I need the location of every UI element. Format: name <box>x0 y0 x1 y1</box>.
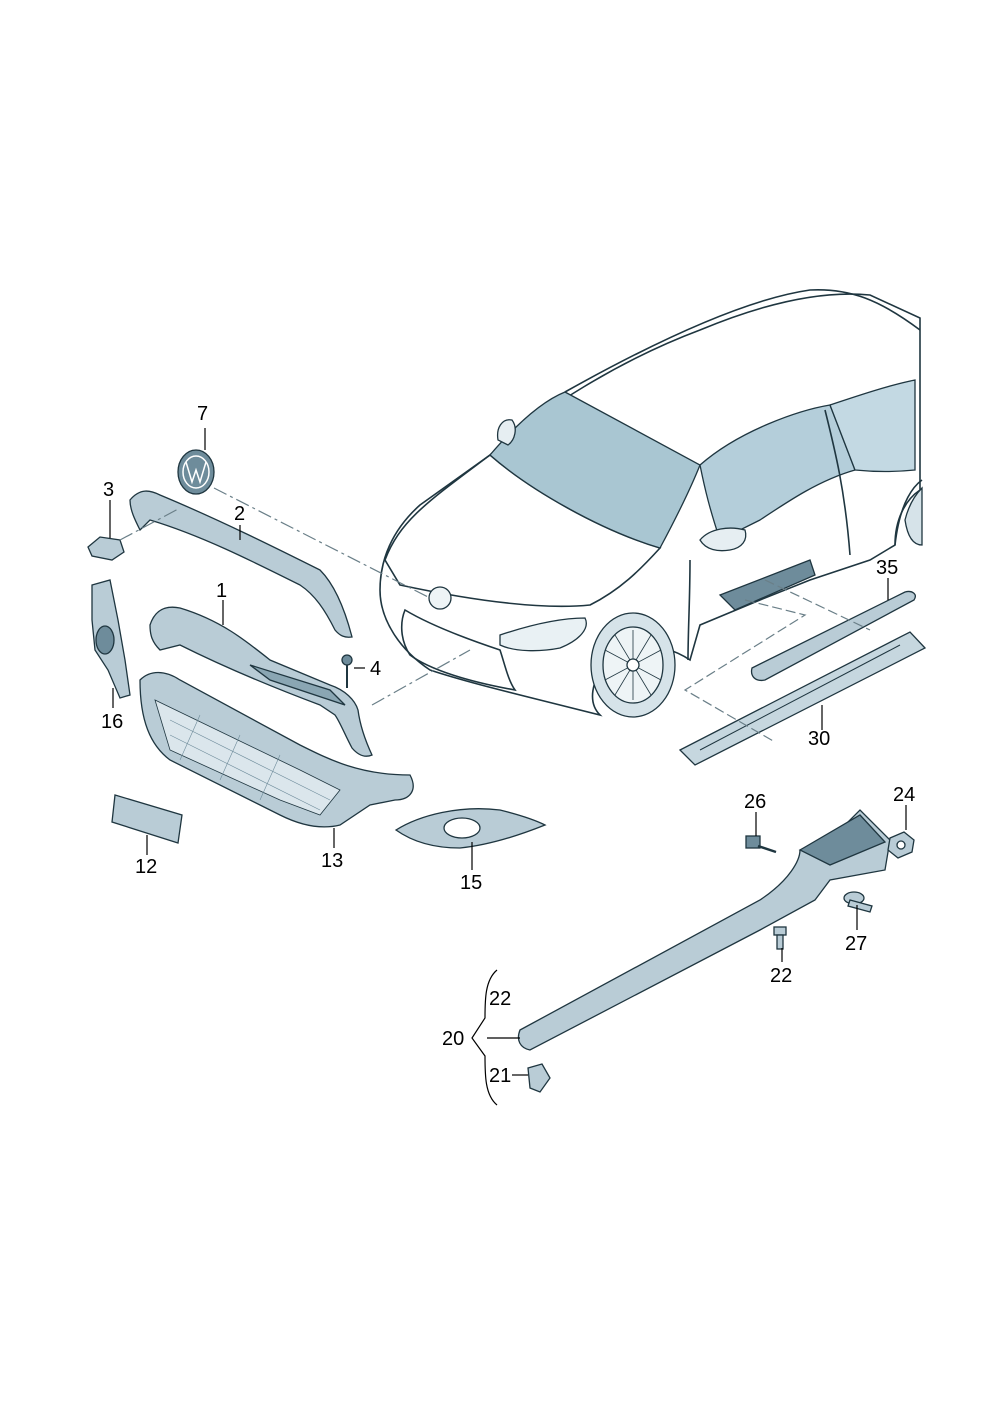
part-15-fog-grille <box>394 808 547 849</box>
callout-22-left: 22 <box>489 988 511 1010</box>
callout-22-right: 22 <box>770 965 792 987</box>
callout-35: 35 <box>876 557 898 579</box>
part-27-rivet <box>843 891 873 913</box>
part-26-screw <box>745 835 777 854</box>
part-22-pin <box>773 926 787 950</box>
part-4-screw <box>341 654 353 688</box>
callout-labels: 7 3 2 1 4 16 12 13 15 35 30 24 26 27 22 … <box>101 403 915 1087</box>
part-20-side-skirt <box>517 809 891 1051</box>
callout-15: 15 <box>460 872 482 894</box>
callout-21: 21 <box>489 1065 511 1087</box>
callout-4: 4 <box>370 658 381 680</box>
reference-lines <box>119 487 871 743</box>
part-2-trim-strip <box>129 490 353 638</box>
part-3-clip <box>87 536 125 561</box>
callout-12: 12 <box>135 856 157 878</box>
callout-26: 26 <box>744 791 766 813</box>
part-7-emblem <box>177 449 215 495</box>
callout-20: 20 <box>442 1028 464 1050</box>
callout-7: 7 <box>197 403 208 425</box>
callout-1: 1 <box>216 580 227 602</box>
part-1-grille-frame <box>149 606 373 757</box>
callout-3: 3 <box>103 479 114 501</box>
part-12-plate-base <box>111 794 183 844</box>
callout-2: 2 <box>234 503 245 525</box>
leader-lines <box>109 428 907 1106</box>
callout-27: 27 <box>845 933 867 955</box>
callout-24: 24 <box>893 784 915 806</box>
car-illustration <box>379 288 923 718</box>
part-13-grille-mesh <box>139 671 414 828</box>
callout-13: 13 <box>321 850 343 872</box>
callout-30: 30 <box>808 728 830 750</box>
part-35-sill-strip <box>750 590 916 682</box>
part-30-sill-plate <box>678 631 927 766</box>
part-21-clip <box>527 1063 551 1093</box>
part-24-nut <box>887 831 915 859</box>
callout-16: 16 <box>101 711 123 733</box>
